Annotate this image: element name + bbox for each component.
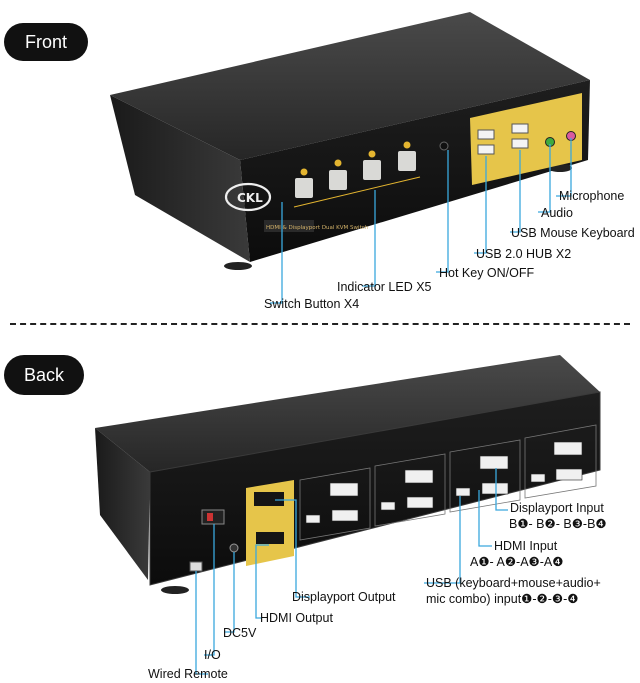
back-unit <box>95 355 601 594</box>
label-hdmi-output: HDMI Output <box>260 611 333 625</box>
label-audio: Audio <box>541 206 573 220</box>
label-usb-hub: USB 2.0 HUB X2 <box>476 247 572 261</box>
label-usb-input-sub: mic combo) input❶-❷-❸-❹ <box>426 592 579 606</box>
label-dp-input-sub: B❶- B❷- B❸-B❹ <box>509 517 607 531</box>
back-callout-lines <box>195 468 508 675</box>
label-hdmi-input: HDMI Input <box>494 539 558 553</box>
label-microphone: Microphone <box>559 189 625 203</box>
label-usb-input: USB (keyboard+mouse+audio+ <box>426 576 601 590</box>
label-io: I/O <box>204 648 221 662</box>
label-usb-mouse-keyboard: USB Mouse Keyboard <box>511 226 635 240</box>
label-switch-button: Switch Button X4 <box>264 297 360 311</box>
back-title: Back <box>4 355 84 395</box>
back-title-text: Back <box>23 364 65 385</box>
svg-text:CKL: CKL <box>237 191 263 205</box>
front-title: Front <box>4 23 88 61</box>
front-callout-lines <box>270 138 572 304</box>
front-unit: CKL HDMI & Displayport Dual KVM Switch <box>110 12 590 270</box>
label-wired-remote: Wired Remote <box>148 667 228 681</box>
brand-logo: CKL <box>224 182 272 212</box>
label-hdmi-input-sub: A❶- A❷-A❸-A❹ <box>470 555 564 569</box>
label-indicator-led: Indicator LED X5 <box>337 280 432 294</box>
front-title-text: Front <box>24 31 67 52</box>
label-hot-key: Hot Key ON/OFF <box>439 266 535 280</box>
label-dp-output: Displayport Output <box>292 590 396 604</box>
label-dc5v: DC5V <box>223 626 257 640</box>
front-usb-ports <box>477 123 529 155</box>
switch-buttons <box>295 151 416 198</box>
svg-text:HDMI & Displayport Dual KVM Sw: HDMI & Displayport Dual KVM Switch <box>266 225 369 231</box>
section-divider <box>10 323 630 325</box>
label-dp-input: Displayport Input <box>510 501 604 515</box>
